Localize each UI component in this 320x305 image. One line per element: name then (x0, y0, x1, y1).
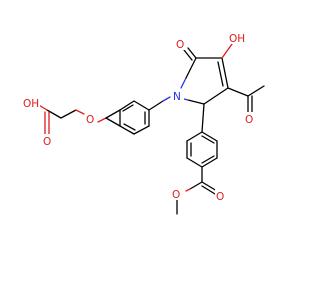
carboxyl-o-label: O (43, 136, 51, 148)
phenoxy-ring (105, 100, 150, 135)
ring2-b4-inner (201, 155, 215, 164)
label-mask-ether-o (86, 112, 97, 125)
acetyl-o-label: O (245, 114, 253, 126)
pyr-c1-n (187, 99, 205, 105)
ester-c-o-b (201, 185, 216, 195)
ring1-b3 (133, 125, 150, 135)
ester-c-o-a (201, 181, 218, 192)
bond-ch2-o (60, 109, 77, 119)
methyl-ester-group (176, 166, 218, 215)
ether-link (97, 117, 121, 127)
pyrrolone-ring (180, 57, 229, 105)
bond-c1-phenyl (201, 103, 205, 133)
ester-c-omethyl (189, 181, 203, 190)
lactam-o-label: O (176, 39, 184, 51)
acetyl-c-c (227, 87, 249, 97)
lactam-carbonyl (183, 47, 197, 61)
bond-ring-to-n (148, 100, 164, 111)
ring1-b5 (133, 100, 150, 111)
carboxylic-acid-group (36, 103, 85, 136)
structure-svg: OH O O N O OH O O O (20, 31, 265, 215)
acetyl-group (227, 85, 265, 113)
ring1-b6 (119, 100, 135, 111)
ring2-b1 (186, 131, 203, 142)
ether-o-label: O (86, 114, 94, 126)
molecule-structure-diagram: OH O O N O OH O O O (20, 31, 265, 215)
ring1-b2 (119, 125, 135, 135)
label-mask-ester-o2 (172, 187, 183, 200)
ester-c-omethyl-b (185, 188, 191, 192)
bond-cooh-ch2 (46, 109, 62, 119)
bond-o-ring (97, 117, 107, 123)
lactam-co-a (187, 47, 197, 59)
pyr-c1-n-b (183, 98, 189, 101)
enol-oh-label: OH (229, 33, 245, 45)
acetyl-ch3 (247, 85, 265, 97)
label-mask-enol-oh (228, 31, 248, 44)
bond-ring-to-n-b (162, 96, 171, 102)
ring1-attach (105, 109, 121, 119)
bond-o-link-a (75, 109, 85, 115)
pyr-c2-c1 (203, 87, 229, 105)
benzoate-ring (186, 131, 218, 168)
label-mask-oh-acid (20, 96, 40, 109)
label-mask-lactam-o (176, 37, 187, 50)
ring2-b3 (186, 157, 203, 168)
label-mask-acetyl-o (245, 112, 256, 125)
ring-n-label: N (173, 91, 181, 103)
label-mask-n (172, 89, 184, 102)
ring2-b6 (201, 131, 218, 142)
label-mask-ester-o1 (215, 189, 226, 202)
ester-methoxy-o-label: O (172, 189, 180, 201)
pyr-c3-c2-inner (217, 61, 224, 87)
carboxyl-oh-label: OH (23, 98, 39, 110)
pyr-c5-c4 (185, 57, 197, 79)
ring1-b2-inner (123, 123, 136, 131)
label-mask-o-acid (42, 134, 52, 147)
bond-ring-start (105, 117, 121, 127)
enol-oh-bond (221, 43, 233, 59)
pyr-c3-c2 (221, 57, 229, 89)
lactam-co-b (183, 49, 193, 61)
ring2-b6-inner (201, 135, 215, 144)
ring2-b4 (201, 157, 218, 168)
ester-carbonyl-o-label: O (216, 191, 224, 203)
ring1-b6-inner (122, 104, 134, 112)
pyr-n-c5 (180, 77, 187, 89)
